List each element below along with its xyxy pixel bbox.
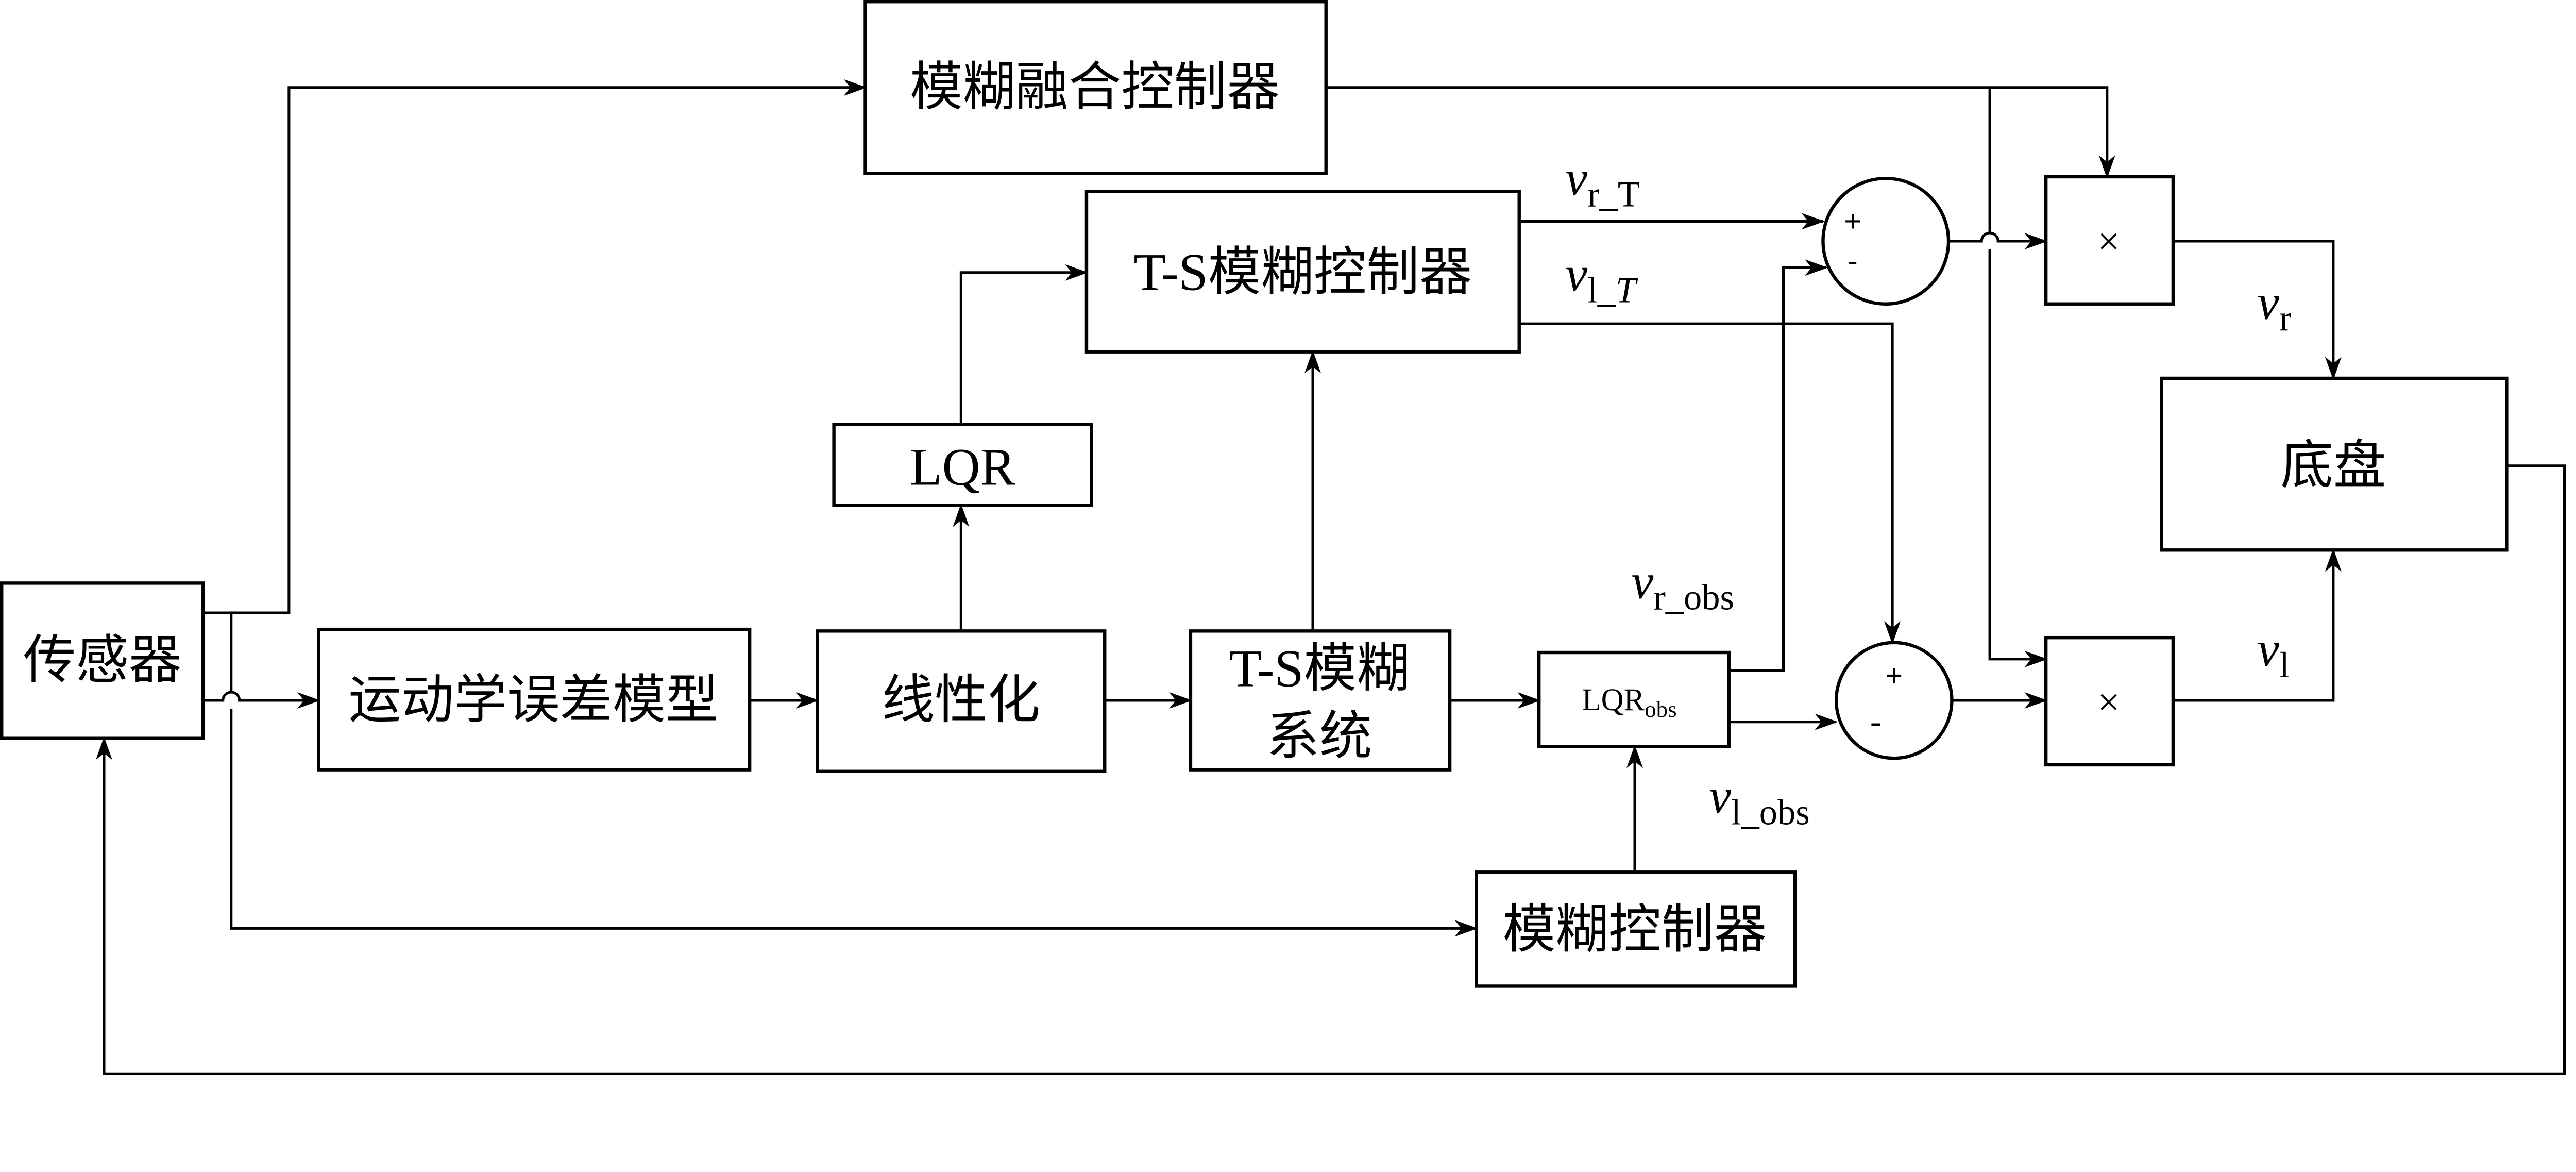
control-block-diagram: 模糊融合控制器 T-S模糊控制器 LQR 传感器 运动学误差模型 线性化 T-S… (0, 0, 2566, 1075)
summing-junction-bottom: + - (1834, 641, 1954, 760)
fusion-controller-block: 模糊融合控制器 (863, 0, 1328, 175)
sensor-to-kinematic-line (203, 691, 320, 709)
sensor-to-fuzzy-line (230, 613, 1477, 928)
sensor-block: 传感器 (0, 581, 205, 740)
sensor-to-fusion-line (203, 79, 867, 614)
minus-sign: - (1848, 244, 1858, 277)
ts-controller-label: T-S模糊控制器 (1133, 243, 1472, 302)
chassis-feedback-line (95, 464, 2566, 1075)
signal-label-vr: vr (2257, 275, 2291, 339)
fuzzy-controller-block: 模糊控制器 (1475, 870, 1797, 988)
kinematic-model-block: 运动学误差模型 (317, 627, 752, 772)
fusion-to-multiplier-line (1326, 86, 2115, 179)
fusion-to-bottom-multiplier-line (1988, 87, 2046, 659)
vr-line (2173, 240, 2342, 380)
multiply-icon: × (2097, 680, 2120, 724)
linearization-label: 线性化 (882, 671, 1041, 729)
fuzzy-controller-label: 模糊控制器 (1503, 901, 1767, 959)
signal-label-vl-obs: vl_obs (1709, 768, 1809, 832)
vl-line (2173, 548, 2342, 702)
vlT-line (1519, 322, 1901, 644)
linearization-block: 线性化 (816, 629, 1107, 773)
chassis-block: 底盘 (2160, 376, 2509, 552)
sum-top-to-multiplier-line (1948, 231, 2048, 249)
kinematic-model-label: 运动学误差模型 (348, 671, 718, 729)
minus-sign: - (1870, 701, 1882, 742)
plus-sign: + (1844, 205, 1861, 238)
multiplier-top-block: × (2044, 175, 2175, 306)
signal-label-vl-T: vl_T (1565, 246, 1638, 310)
ts-system-label-line1: T-S模糊 (1229, 640, 1410, 698)
ts-controller-block: T-S模糊控制器 (1084, 190, 1521, 354)
plus-sign: + (1885, 659, 1903, 692)
multiplier-bottom-block: × (2044, 635, 2175, 767)
vrobs-line (1728, 259, 1828, 672)
signal-label-vr-T: vr_T (1565, 150, 1639, 214)
lqr-label: LQR (910, 439, 1016, 497)
fusion-controller-label: 模糊融合控制器 (910, 58, 1280, 116)
sensor-label: 传感器 (23, 632, 182, 690)
ts-system-block: T-S模糊 系统 (1189, 629, 1452, 772)
lqr-block: LQR (832, 423, 1093, 507)
lqr-obs-label: LQRobs (1582, 683, 1677, 722)
lqr-obs-block: LQRobs (1537, 650, 1731, 748)
multiply-icon: × (2097, 219, 2120, 263)
lqr-to-tscontroller-line (959, 264, 1089, 425)
signal-label-vl: vl (2257, 622, 2289, 685)
ts-system-label-line2: 系统 (1266, 708, 1372, 766)
chassis-label: 底盘 (2280, 437, 2386, 495)
connections (95, 79, 2566, 1075)
signal-label-vr-obs: vr_obs (1632, 554, 1734, 617)
summing-junction-top: + - (1821, 176, 1951, 306)
